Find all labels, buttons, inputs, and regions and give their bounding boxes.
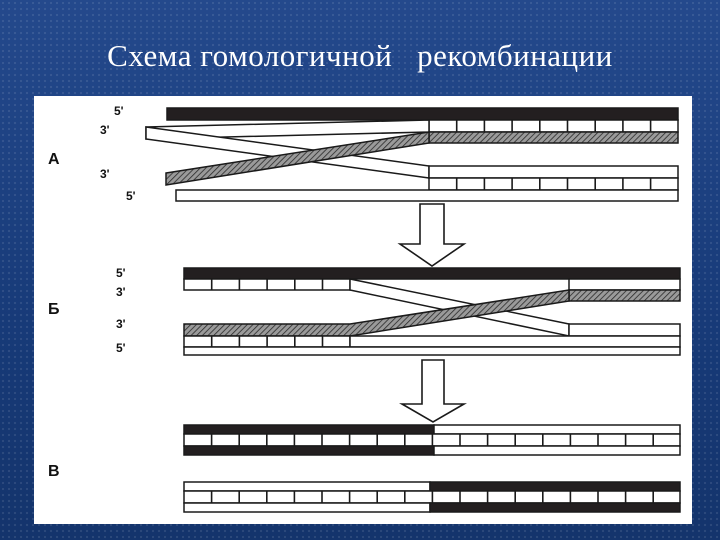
stage-a-strand-light-upper	[429, 120, 678, 132]
stage-a-strand-boxed-lower	[429, 178, 678, 190]
stage-b-end-1: 5'	[116, 266, 126, 280]
stage-b-end-4: 5'	[116, 341, 126, 355]
stage-a-label: А	[48, 151, 60, 168]
stage-b-strand-bottom	[184, 347, 680, 355]
stage-c-upper-light-top	[434, 425, 680, 434]
stage-c-lower-dark-top	[430, 482, 680, 491]
stage-a-strand-dark	[167, 108, 678, 120]
stage-c-lower-light-bottom	[184, 503, 430, 512]
stage-b-strand-light-lower	[569, 324, 680, 336]
stage-c-upper-light-bottom	[434, 446, 680, 455]
stage-a-end-4: 5'	[126, 189, 136, 203]
stage-b-strand-light-right	[569, 279, 680, 290]
stage-c-label: В	[48, 463, 60, 480]
stage-b-end-3: 3'	[116, 317, 126, 331]
stage-c-upper-dark-top	[184, 425, 434, 434]
down-arrow-icon-2	[402, 360, 464, 422]
stage-a-strand-bottom	[176, 190, 678, 201]
stage-a-strand-light-lower	[429, 166, 678, 178]
stage-b-label: Б	[48, 301, 60, 318]
stage-b-strand-dark	[184, 268, 680, 279]
stage-b-strand-lower-right	[350, 336, 680, 347]
stage-a-end-1: 5'	[114, 104, 124, 118]
stage-c-upper-dark-bottom	[184, 446, 434, 455]
stage-c-lower-light-top	[184, 482, 430, 491]
stage-a-strand-hatched-upper	[429, 132, 678, 143]
stage-b-strand-hatched-right	[569, 290, 680, 301]
stage-a-end-3: 3'	[100, 167, 110, 181]
down-arrow-icon	[400, 204, 464, 266]
stage-a-end-2: 3'	[100, 123, 110, 137]
recombination-diagram: А 5' 3' 3' 5' Б	[34, 96, 692, 524]
stage-b: Б 5' 3' 3' 5'	[48, 266, 680, 355]
diagram-canvas: А 5' 3' 3' 5' Б	[34, 96, 692, 524]
stage-c-lower-dark-bottom	[430, 503, 680, 512]
slide-title: Схема гомологичной рекомбинации	[0, 38, 720, 74]
stage-b-end-2: 3'	[116, 285, 126, 299]
stage-c: В	[48, 425, 680, 512]
stage-a: А 5' 3' 3' 5'	[48, 104, 678, 203]
